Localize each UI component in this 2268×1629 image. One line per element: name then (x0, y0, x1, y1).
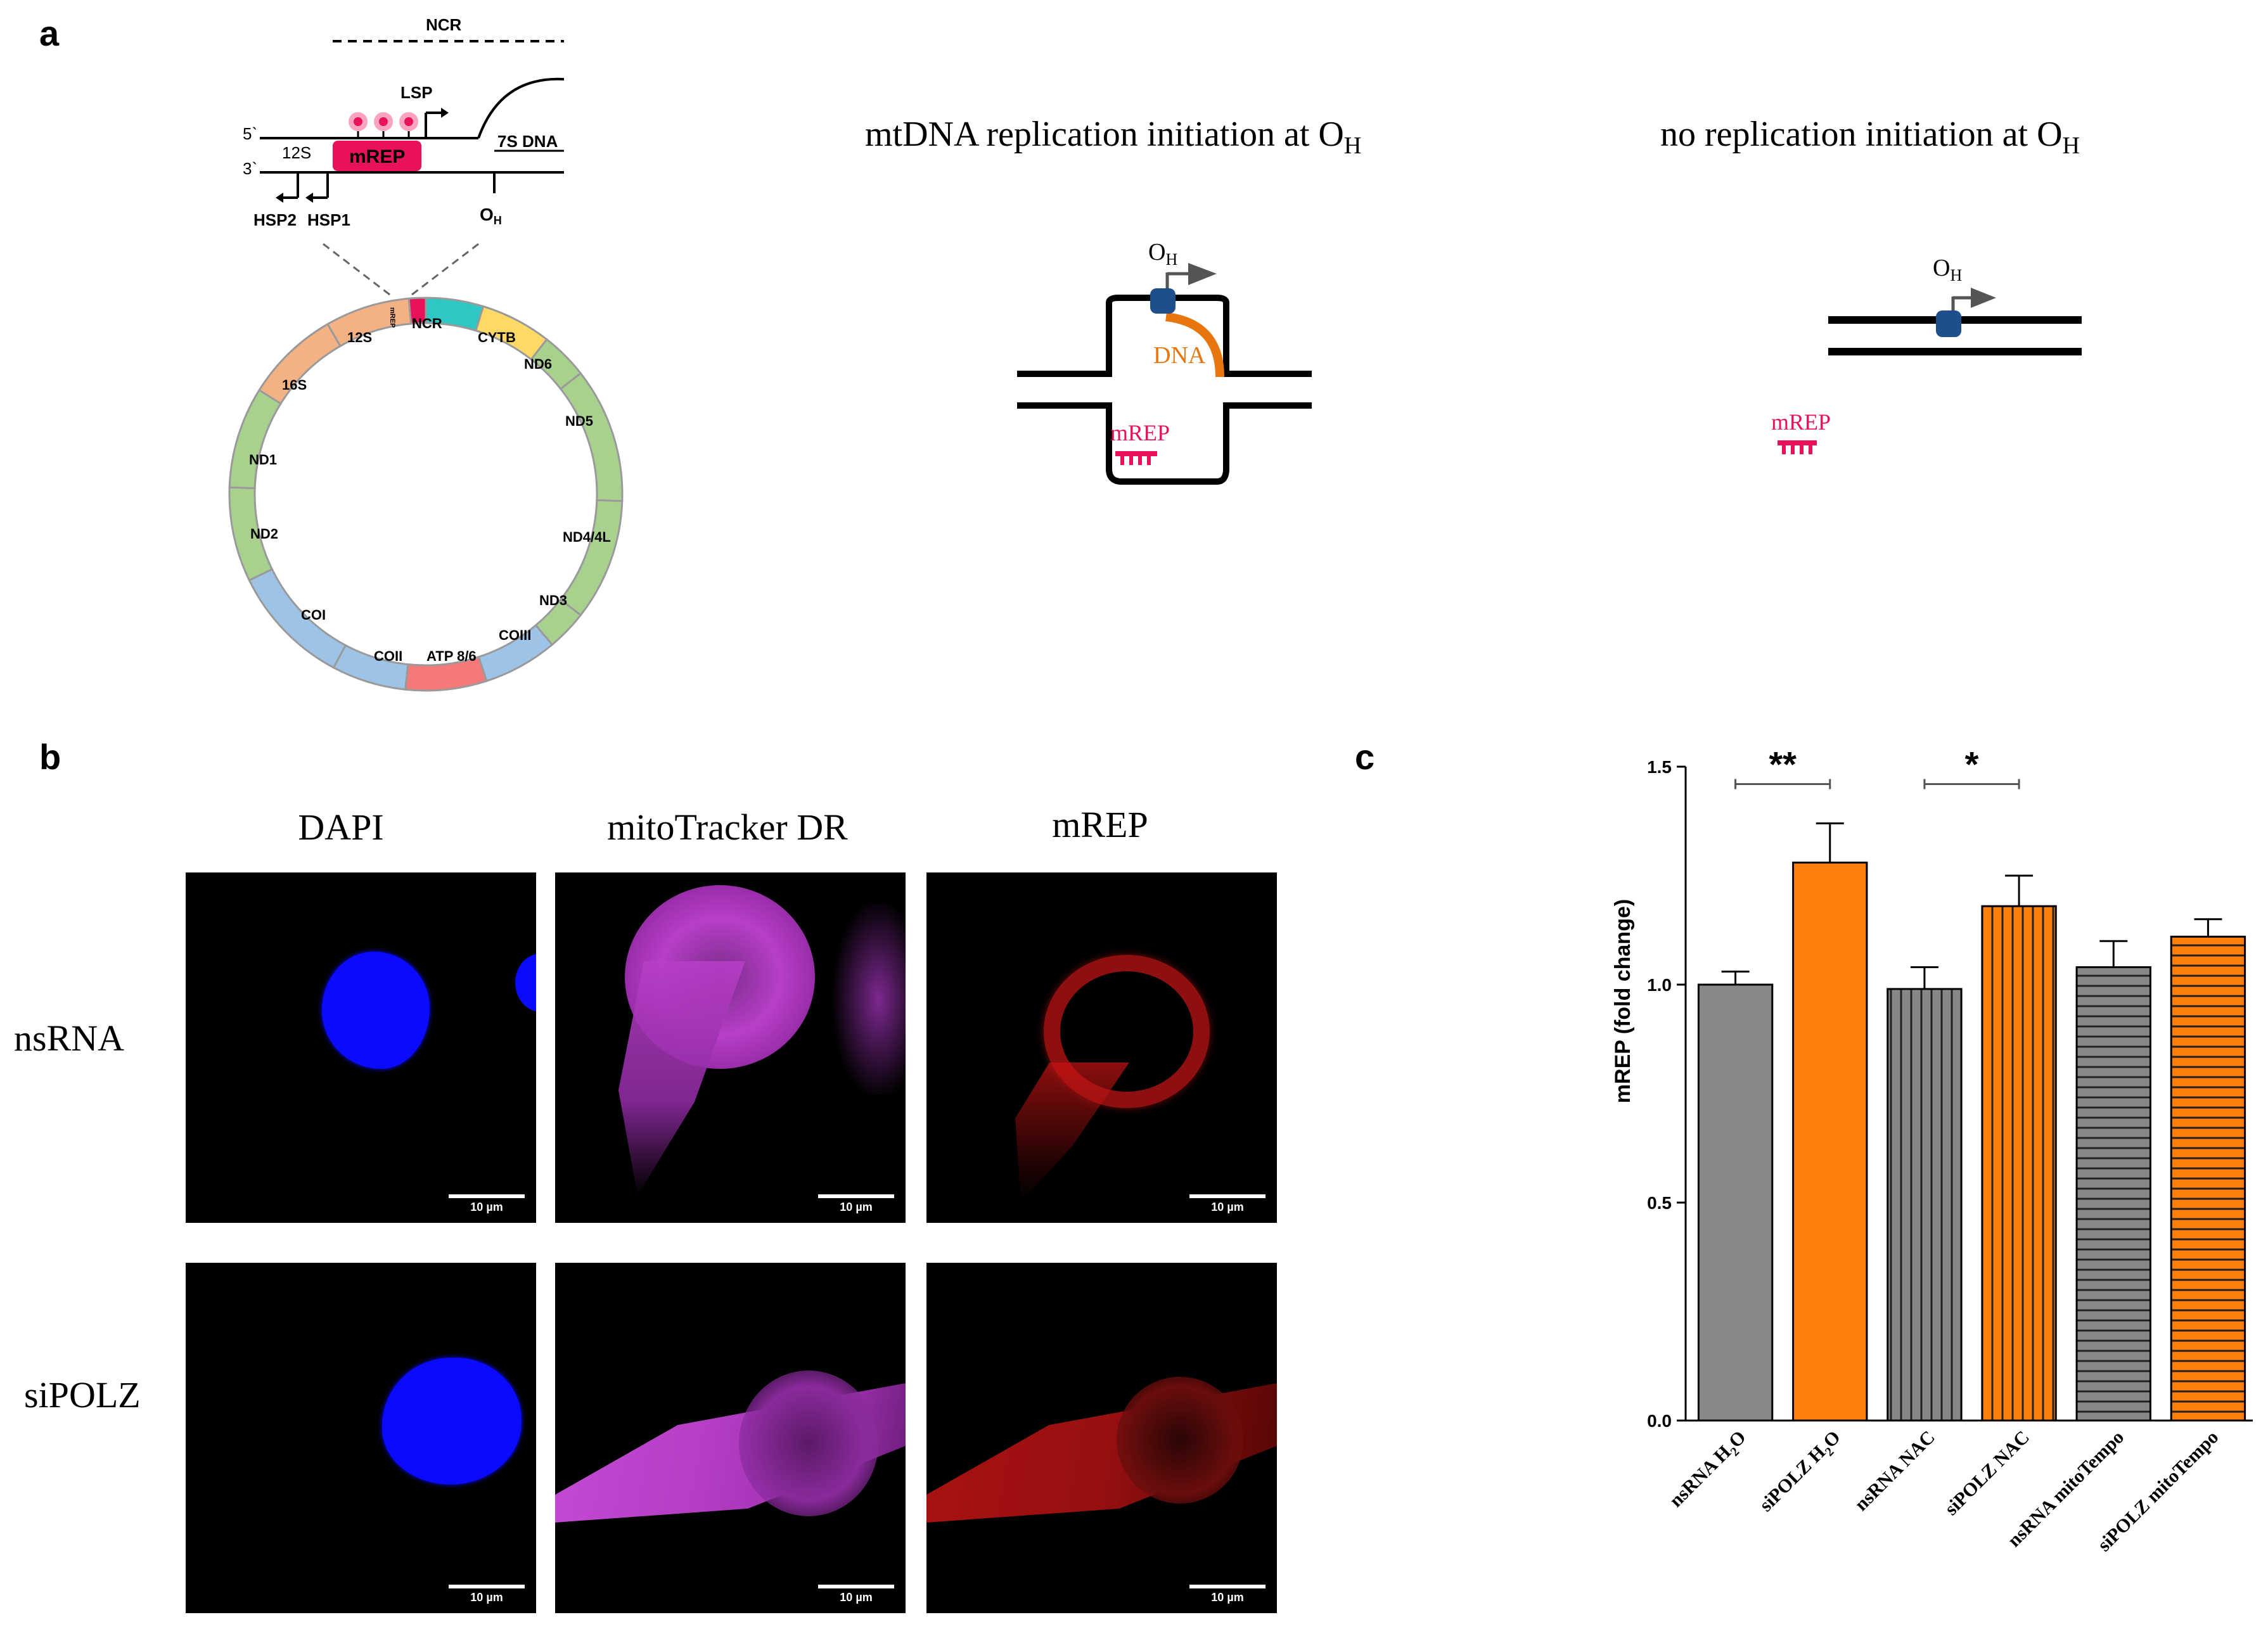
ring-segment-coi (248, 568, 347, 669)
mrep-binding-dots (349, 112, 418, 131)
ring-segment-12s (326, 297, 413, 348)
y-tick-label: 1.0 (1647, 975, 1672, 995)
panel-label-a: a (39, 13, 60, 53)
svg-text:OH: OH (1148, 239, 1177, 269)
micrograph-sipolz-dapi: 10 µm (186, 1263, 536, 1613)
bar-4 (2075, 966, 2151, 1422)
micrograph-sipolz-mitotracker: 10 µm (555, 1263, 906, 1613)
micrograph-nsrna-mitotracker: 10 µm (555, 872, 906, 1223)
bubble-dna-label: DNA (1153, 342, 1206, 369)
replication-bubble-diagram: OH DNA mREP (1017, 239, 1312, 485)
bar-0 (1697, 983, 1774, 1422)
significance-stars-1: * (1965, 748, 1979, 784)
ring-segment-nd44l (559, 499, 624, 616)
category-label-3: siPOLZ NAC (1941, 1427, 2034, 1520)
replication-title: mtDNA replication initiation at OH (865, 115, 1362, 160)
oh-map-sub: H (494, 214, 502, 227)
y-tick-label: 1.5 (1647, 757, 1672, 777)
bar-2 (1887, 988, 1963, 1422)
hsp2-label: HSP2 (253, 210, 297, 229)
bubble-oh-sub: H (1165, 250, 1177, 269)
noreplication-mrep-probe (1778, 440, 1817, 454)
svg-text:OH: OH (1933, 255, 1962, 284)
bar-5 (2170, 935, 2246, 1422)
gene-label-12s: 12S (347, 329, 372, 345)
significance-stars-0: ** (1769, 748, 1797, 784)
panel-label-c: c (1355, 737, 1375, 777)
gene-label-16s: 16S (282, 377, 307, 393)
row-header-nsrna: nsRNA (14, 1018, 125, 1059)
lsp-label: LSP (400, 83, 433, 102)
scale-label: 10 µm (840, 1591, 873, 1604)
gene-label-coii: COII (374, 648, 402, 664)
micrograph-sipolz-mrep: 10 µm (926, 1263, 1277, 1613)
scale-label: 10 µm (840, 1201, 873, 1213)
12s-strand-label: 12S (282, 143, 311, 162)
scale-label: 10 µm (470, 1591, 503, 1604)
gene-label-mrep-vertical: mREP (388, 307, 396, 328)
gene-label-cytb: CYTB (478, 329, 516, 345)
y-tick-label: 0.0 (1647, 1411, 1672, 1431)
panel-label-b: b (39, 737, 61, 777)
ring-segment-nd5 (559, 372, 624, 502)
bubble-mrep-label: mREP (1110, 420, 1170, 445)
category-label-2: nsRNA NAC (1850, 1427, 1938, 1515)
micrograph-nsrna-dapi: 10 µm (186, 872, 536, 1223)
gene-label-nd44l: ND4/4L (563, 529, 611, 545)
hsp1-label: HSP1 (307, 210, 350, 229)
column-header-dapi: DAPI (298, 807, 384, 848)
scale-label: 10 µm (470, 1201, 503, 1213)
gene-label-nd3: ND3 (539, 592, 567, 608)
gene-label-nd2: ND2 (250, 526, 278, 542)
gene-label-coiii: COIII (499, 627, 531, 643)
category-label-1: siPOLZ H2O (1755, 1427, 1847, 1519)
mtdna-ring-labels: 12S NCR CYTB ND6 ND5 ND4/4L ND3 COIII AT… (249, 316, 611, 664)
row-header-sipolz: siPOLZ (24, 1374, 141, 1415)
mrep-box-label: mREP (349, 146, 405, 167)
oh-map-label: O (480, 205, 494, 224)
noreplication-mrep-label: mREP (1771, 409, 1831, 435)
gene-label-ncr: NCR (412, 316, 442, 331)
ring-segment-nd1 (228, 388, 283, 490)
noreplication-oh-sub: H (1950, 266, 1962, 284)
three-prime-label: 3` (243, 159, 257, 178)
noreplication-oh: O (1933, 255, 1950, 281)
mtdna-ring (228, 297, 624, 692)
bubble-oh: O (1148, 239, 1165, 265)
no-replication-diagram: OH mREP (1771, 255, 2082, 454)
bar-1 (1792, 861, 1868, 1422)
no-replication-title: no replication initiation at OH (1660, 115, 2080, 160)
bubble-mrep-probe (1115, 451, 1157, 465)
column-header-mitotracker: mitoTracker DR (607, 807, 848, 848)
gene-label-coi: COI (301, 607, 326, 623)
scale-label: 10 µm (1211, 1591, 1244, 1604)
column-header-mrep: mREP (1052, 804, 1148, 845)
svg-text:OH: OH (480, 205, 502, 227)
gene-label-nd6: ND6 (524, 356, 552, 372)
mtdna-map-diagram: NCR 5` 3` 7S DNA 12S mREP LSP HSP2 HSP1 … (228, 15, 624, 692)
category-label-0: nsRNA H2O (1665, 1427, 1753, 1514)
five-prime-label: 5` (243, 124, 257, 143)
7s-dna-label: 7S DNA (497, 132, 558, 151)
y-tick-label: 0.5 (1647, 1193, 1672, 1213)
gene-label-atp: ATP 8/6 (426, 648, 477, 664)
bar-3 (1981, 905, 2057, 1422)
micrograph-nsrna-mrep: 10 µm (926, 872, 1277, 1223)
scale-label: 10 µm (1211, 1201, 1244, 1213)
gene-label-nd1: ND1 (249, 452, 277, 468)
y-axis-title: mREP (fold change) (1611, 899, 1635, 1103)
ncr-label: NCR (426, 15, 462, 34)
gene-label-nd5: ND5 (565, 413, 593, 429)
